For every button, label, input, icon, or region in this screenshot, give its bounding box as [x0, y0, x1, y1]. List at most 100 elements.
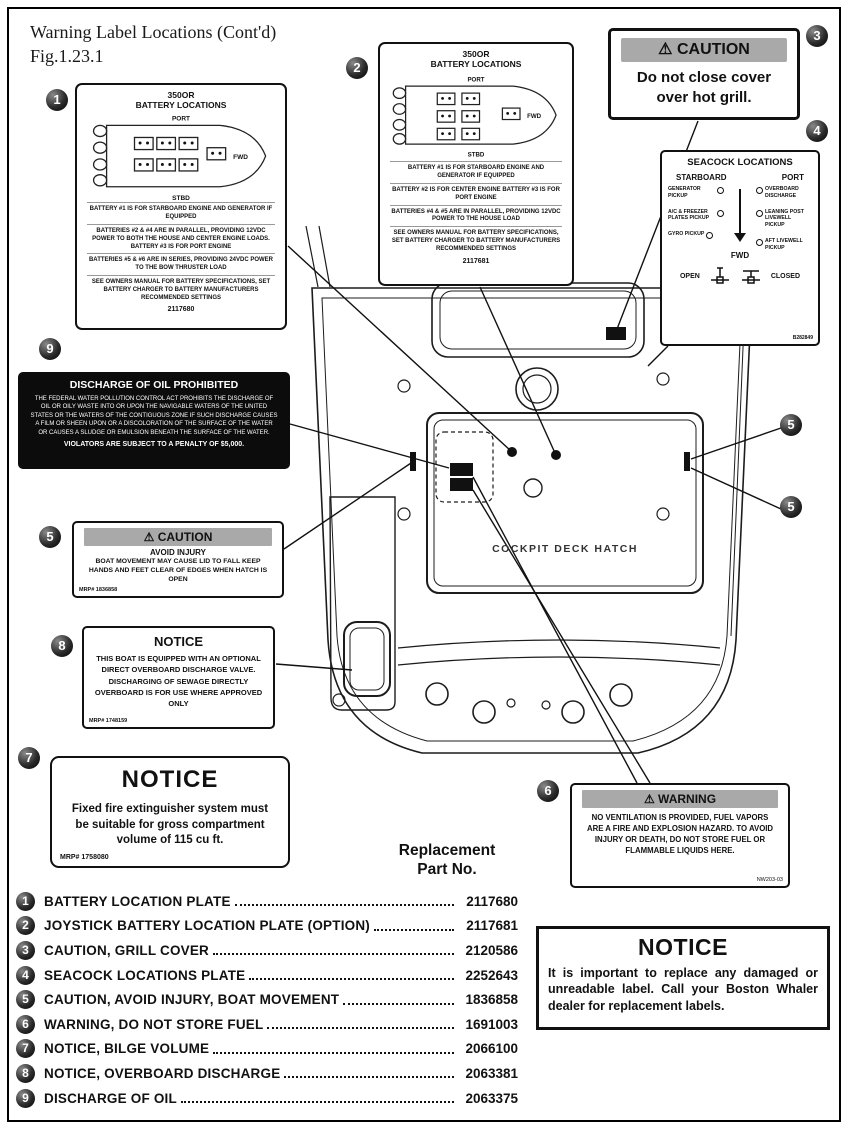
leader-dots: [267, 1027, 454, 1030]
caution-avoid-injury-label: ⚠ CAUTION AVOID INJURY BOAT MOVEMENT MAY…: [72, 521, 284, 598]
open-label: OPEN: [679, 272, 700, 280]
seacock-item-label: A/C & FREEZER PLATES PICKUP: [668, 208, 710, 222]
part-name: NOTICE, OVERBOARD DISCHARGE: [44, 1065, 281, 1081]
fwd-label: FWD: [527, 113, 542, 120]
caution-grill-cover-label: ⚠ CAUTION Do not close cover over hot gr…: [608, 28, 800, 120]
callout-7: 7: [18, 747, 40, 769]
leader-dots: [180, 1101, 454, 1104]
notice-bilge-volume-label: NOTICE Fixed fire extinguisher system mu…: [50, 756, 290, 868]
label1-para4: SEE OWNERS MANUAL FOR BATTERY SPECIFICAT…: [87, 274, 275, 304]
part-no: 1691003: [465, 1016, 518, 1032]
fuel-warning-marker-2: [450, 478, 473, 491]
valve-closed-icon: [741, 270, 760, 284]
callout-5-right-upper: 5: [780, 414, 802, 436]
part-number-badge: 5: [16, 990, 35, 1010]
warning-header: ⚠ WARNING: [582, 790, 778, 808]
caution-header: ⚠ CAUTION: [84, 528, 272, 546]
seacock-item-label: GYRO PICKUP: [668, 231, 705, 237]
warning-header-text: WARNING: [658, 792, 717, 806]
port-label: PORT: [467, 77, 484, 84]
parts-header-line2: Part No.: [417, 861, 477, 879]
notice-body: It is important to replace any damaged o…: [548, 966, 818, 1013]
callout-5-right-lower: 5: [780, 496, 802, 518]
callout-8: 8: [51, 635, 73, 657]
parts-row-9: 9 DISCHARGE OF OIL 2063375: [16, 1086, 518, 1111]
cockpit-deck-hatch: [426, 412, 704, 594]
callout-4: 4: [806, 120, 828, 142]
label3-body: Do not close cover over hot grill.: [636, 69, 772, 106]
label5-body: BOAT MOVEMENT MAY CAUSE LID TO FALL KEEP…: [88, 558, 268, 583]
warning-icon: ⚠: [658, 41, 673, 58]
fwd-label: FWD: [233, 154, 248, 161]
seacock-item-label: LEANING POST LIVEWELL PICKUP: [765, 208, 804, 229]
callout-2: 2: [346, 57, 368, 79]
label8-title: NOTICE: [153, 634, 204, 649]
callout-3: 3: [806, 25, 828, 47]
label5-title: AVOID INJURY: [149, 548, 206, 557]
label1-para2: BATTERIES #2 & #4 ARE IN PARALLEL, PROVI…: [87, 223, 275, 253]
seacock-item: LEANING POST LIVEWELL PICKUP: [756, 209, 812, 229]
seacock-title: SEACOCK LOCATIONS: [687, 157, 793, 168]
label2-model: 350OR: [462, 49, 490, 59]
label2-title: BATTERY LOCATIONS: [430, 59, 522, 70]
leader-dots: [213, 1051, 454, 1054]
label6-code: NW203-03: [756, 877, 783, 883]
seacock-starboard-column: GENERATOR PICKUP A/C & FREEZER PLATES PI…: [668, 186, 724, 260]
callout-9: 9: [39, 338, 61, 360]
caution-header-text: CAUTION: [676, 41, 750, 58]
leader-dots: [343, 1002, 454, 1005]
seacock-item: AFT LIVEWELL PICKUP: [756, 238, 812, 252]
seacock-sides: STARBOARD PORT: [662, 168, 818, 184]
part-no: 1836858: [465, 992, 518, 1008]
closed-label: CLOSED: [770, 272, 800, 280]
label2-para3: BATTERIES #4 & #5 ARE IN PARALLEL, PROVI…: [390, 204, 562, 227]
part-number-badge: 4: [16, 965, 35, 985]
seacock-item-label: GENERATOR PICKUP: [668, 186, 701, 199]
part-no: 2252643: [465, 967, 518, 983]
valve-open-icon: [710, 267, 729, 284]
part-no: 2117680: [466, 893, 518, 909]
joystick-battery-location-plate: 350OR BATTERY LOCATIONS PORT FWD STBD BA…: [378, 42, 574, 286]
part-number-badge: 2: [16, 916, 35, 936]
parts-row-8: 8 NOTICE, OVERBOARD DISCHARGE 2063381: [16, 1061, 518, 1086]
figure-title: Warning Label Locations (Cont'd): [30, 22, 277, 42]
part-number-badge: 3: [16, 940, 35, 960]
label5-mrp-number: MRP# 1836858: [79, 587, 118, 593]
part-name: BATTERY LOCATION PLATE: [44, 893, 231, 909]
battery-plate-marker-2: [551, 450, 561, 460]
part-no: 2066100: [465, 1041, 518, 1057]
figure-number: Fig.1.23.1: [30, 46, 104, 67]
label8-mrp-number: MRP# 1748159: [89, 718, 128, 724]
part-number-badge: 6: [16, 1014, 35, 1034]
battery-location-plate: 350OR BATTERY LOCATIONS PORT FWD STBD BA…: [75, 83, 287, 330]
label-marker-right: [684, 452, 690, 471]
callout-6: 6: [537, 780, 559, 802]
down-arrow-icon: [734, 189, 746, 242]
page-border: [7, 7, 841, 1122]
seacock-valve-positions: OPEN CLOSED: [662, 266, 818, 286]
label1-part-number: 2117680: [167, 306, 195, 314]
parts-header-line1: Replacement: [398, 842, 496, 859]
seacock-dot-icon: [717, 209, 724, 217]
seacock-dot-icon: [756, 209, 763, 217]
part-name: CAUTION, AVOID INJURY, BOAT MOVEMENT: [44, 992, 340, 1008]
notice-title: NOTICE: [638, 934, 728, 960]
fuel-warning-marker-1: [450, 463, 473, 476]
battery-boat-diagram-2: PORT FWD STBD: [392, 77, 557, 159]
label6-body: NO VENTILATION IS PROVIDED, FUEL VAPORS …: [586, 813, 774, 855]
discharge-of-oil-label: DISCHARGE OF OIL PROHIBITED THE FEDERAL …: [18, 372, 290, 469]
battery-boat-diagram: PORT FWD STBD: [92, 116, 267, 202]
warning-icon: ⚠: [143, 530, 155, 544]
parts-row-5: 5 CAUTION, AVOID INJURY, BOAT MOVEMENT 1…: [16, 987, 518, 1012]
seacock-dot-icon: [756, 187, 763, 194]
part-number-badge: 9: [16, 1088, 35, 1108]
seacock-locations-plate: SEACOCK LOCATIONS STARBOARD PORT GENERAT…: [660, 150, 820, 346]
parts-row-6: 6 WARNING, DO NOT STORE FUEL 1691003: [16, 1012, 518, 1037]
part-name: NOTICE, BILGE VOLUME: [44, 1041, 210, 1057]
part-no: 2063375: [465, 1090, 518, 1106]
starboard-label: STARBOARD: [676, 173, 727, 182]
callout-1: 1: [46, 89, 68, 111]
part-no: 2120586: [465, 942, 518, 958]
seacock-item: A/C & FREEZER PLATES PICKUP: [668, 209, 724, 223]
